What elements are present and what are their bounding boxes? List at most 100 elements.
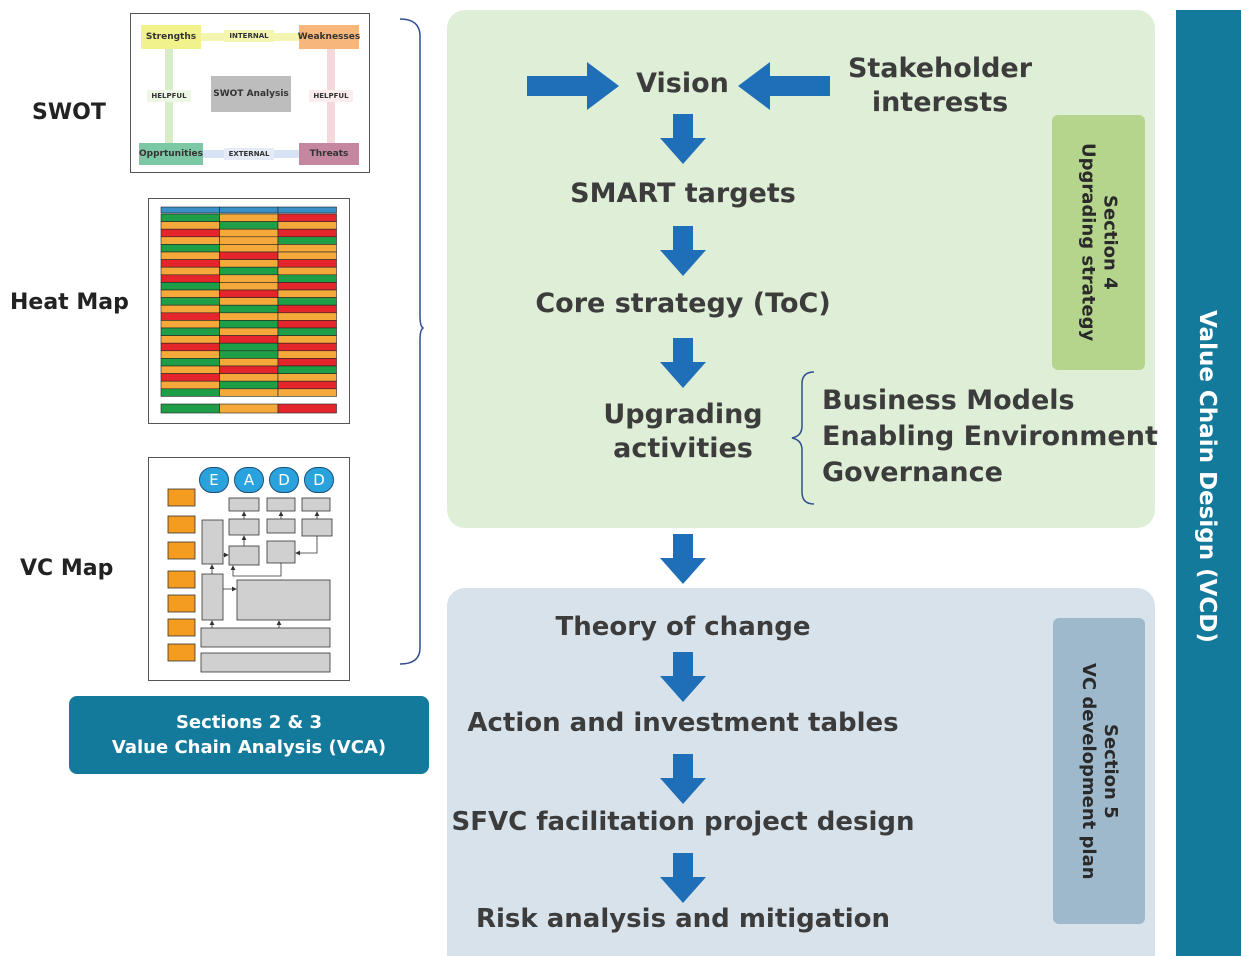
- vca-line1: Sections 2 & 3: [175, 712, 323, 733]
- heat-header-cell: [277, 206, 337, 214]
- vca-line2: Value Chain Analysis (VCA): [111, 737, 387, 758]
- swot-center: SWOT Analysis: [211, 76, 291, 112]
- heat-cell: [219, 380, 279, 390]
- heat-cell: [277, 380, 337, 390]
- upgrading-strategy-panel: [447, 10, 1155, 528]
- vc-badge-d2: D: [304, 467, 334, 493]
- heat-cell: [160, 282, 220, 291]
- heat-cell: [160, 342, 220, 352]
- swot-helpful-right: HELPFUL: [309, 90, 353, 102]
- vc-badge-a: A: [234, 467, 264, 493]
- heat-cell: [277, 251, 337, 260]
- vc-map-diagram: [167, 488, 333, 673]
- heat-cell: [160, 380, 220, 390]
- heat-cell: [277, 266, 337, 276]
- swot-weaknesses: Weaknesses: [298, 25, 360, 49]
- arrow-down-icon: [660, 754, 706, 804]
- step-risk-analysis: Risk analysis and mitigation: [475, 904, 891, 934]
- heat-cell: [160, 228, 220, 238]
- heat-cell: [219, 244, 279, 253]
- arrow-down-icon: [660, 652, 706, 702]
- swot-internal: INTERNAL: [224, 30, 274, 42]
- heat-cell: [219, 327, 279, 336]
- heat-cell: [160, 259, 220, 268]
- heat-cell: [219, 213, 279, 222]
- heat-cell: [219, 350, 279, 359]
- heat-cell: [160, 350, 220, 359]
- heat-cell: [160, 365, 220, 374]
- heat-cell: [277, 388, 337, 397]
- vc-map-boxes: [200, 497, 333, 673]
- arrow-right-icon: [527, 62, 619, 110]
- heat-cell: [277, 365, 337, 374]
- arrow-down-icon: [660, 114, 706, 164]
- heat-cell: [277, 244, 337, 253]
- heat-cell: [219, 228, 279, 238]
- heat-cell: [219, 251, 279, 260]
- section-4-label: Section 4 Upgrading strategy: [1077, 143, 1121, 341]
- activity-governance: Governance: [822, 457, 1003, 488]
- heat-cell: [219, 304, 279, 314]
- section-4-number: Section 4: [1099, 195, 1121, 290]
- swot-threats: Threats: [299, 143, 359, 165]
- heat-cell: [277, 304, 337, 314]
- activities-brace: [791, 371, 815, 505]
- activity-list: Business Models Enabling Environment Gov…: [822, 383, 1158, 491]
- vc-map-badges: E A D D: [199, 467, 334, 493]
- heat-map-thumbnail: [148, 198, 350, 424]
- heat-cell: [277, 236, 337, 245]
- upgrading-line1: Upgrading: [603, 399, 763, 430]
- heat-cell: [219, 335, 279, 344]
- vision-node: Vision: [636, 68, 729, 99]
- section-5-box: Section 5 VC development plan: [1053, 618, 1145, 924]
- heat-cell: [219, 282, 279, 291]
- heat-cell: [160, 236, 220, 245]
- swot-external: EXTERNAL: [224, 148, 274, 160]
- heat-cell: [160, 335, 220, 344]
- heat-cell: [277, 335, 337, 344]
- activity-business-models: Business Models: [822, 385, 1075, 416]
- heat-summary-cell: [219, 403, 279, 414]
- heat-cell: [160, 358, 220, 367]
- heat-cell: [160, 213, 220, 222]
- heat-cell: [277, 373, 337, 382]
- vc-map-actors: [167, 488, 196, 662]
- heat-summary-cell: [277, 403, 337, 414]
- heat-header-cell: [219, 206, 279, 214]
- swot-opportunities: Opprtunities: [139, 143, 203, 165]
- heat-cell: [219, 373, 279, 382]
- step-sfvc-design: SFVC facilitation project design: [451, 807, 915, 837]
- heat-cell: [219, 342, 279, 352]
- step-action-investment: Action and investment tables: [467, 708, 899, 738]
- heat-cell: [219, 266, 279, 276]
- heat-cell: [219, 259, 279, 268]
- vcd-title: Value Chain Design (VCD): [1194, 310, 1220, 643]
- heat-cell: [277, 213, 337, 222]
- analysis-bracket: [399, 18, 425, 665]
- heat-summary-cell: [160, 403, 220, 414]
- heat-map-grid: [160, 206, 337, 414]
- heat-cell: [160, 373, 220, 382]
- heat-cell: [160, 274, 220, 283]
- heat-cell: [160, 327, 220, 336]
- section-5-label: Section 5 VC development plan: [1077, 663, 1121, 880]
- heat-cell: [160, 304, 220, 314]
- heat-cell: [160, 244, 220, 253]
- heat-cell: [160, 289, 220, 298]
- heat-cell: [277, 228, 337, 238]
- step-theory-of-change: Theory of change: [555, 612, 811, 642]
- heat-cell: [160, 251, 220, 260]
- arrow-down-icon: [660, 534, 706, 584]
- heat-cell: [219, 236, 279, 245]
- heat-cell: [219, 297, 279, 306]
- heat-cell: [277, 282, 337, 291]
- heat-cell: [277, 274, 337, 283]
- upgrading-line2: activities: [613, 433, 753, 464]
- heat-cell: [219, 388, 279, 397]
- section-5-title: VC development plan: [1078, 662, 1099, 880]
- heat-cell: [219, 312, 279, 321]
- swot-helpful-left: HELPFUL: [147, 90, 191, 102]
- vc-badge-e: E: [199, 467, 229, 493]
- heat-cell: [219, 221, 279, 230]
- swot-thumbnail: Strengths INTERNAL Weaknesses HELPFUL SW…: [130, 13, 370, 173]
